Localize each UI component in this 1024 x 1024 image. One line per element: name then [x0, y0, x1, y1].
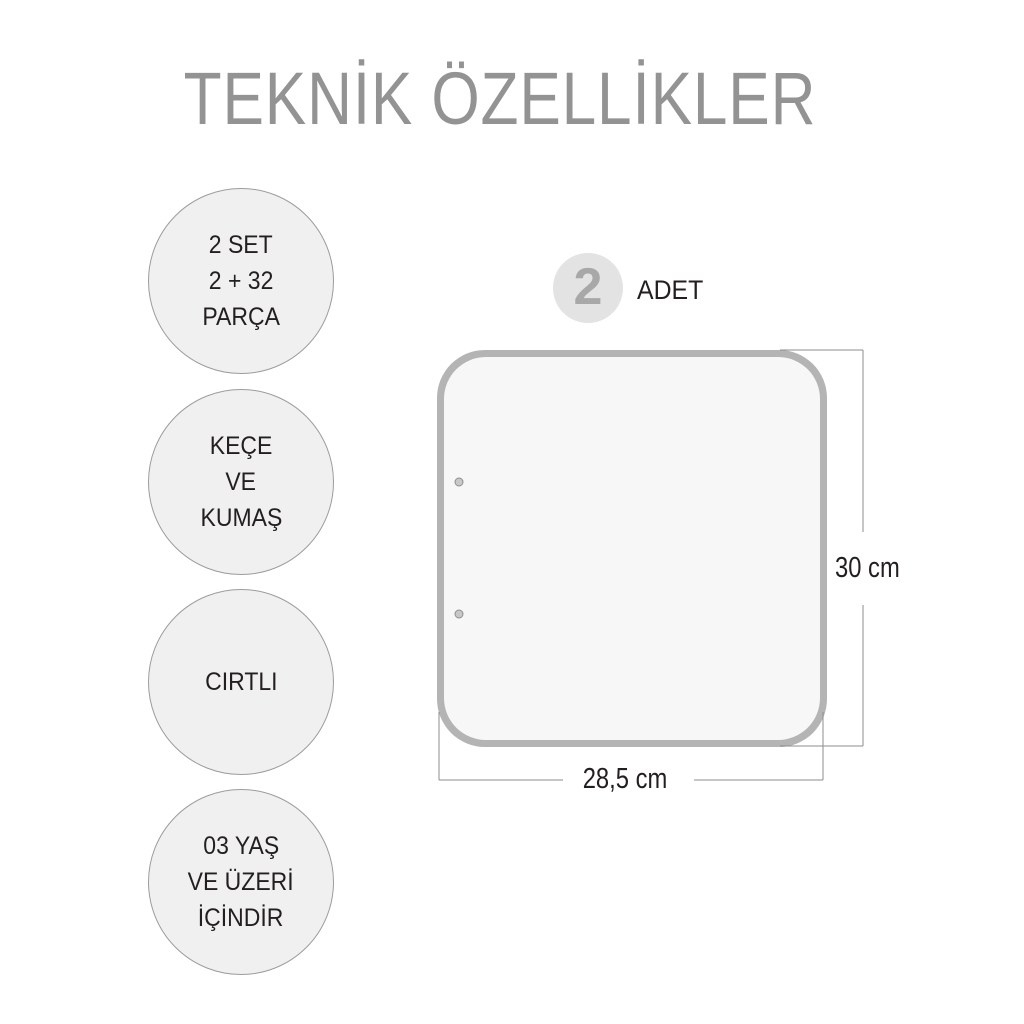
- feature-line: PARÇA: [202, 303, 280, 331]
- height-dimension-line: [780, 349, 864, 747]
- feature-line: KEÇE: [209, 432, 273, 460]
- binding-hole: [454, 609, 464, 619]
- quantity-badge: 2: [553, 253, 623, 323]
- binding-hole: [454, 477, 464, 487]
- feature-line: 2 + 32: [208, 267, 274, 295]
- quantity-number: 2: [573, 258, 603, 316]
- height-label: 30 cm: [835, 552, 900, 584]
- width-label: 28,5 cm: [582, 763, 668, 795]
- product-panel-inner: [444, 357, 820, 740]
- feature-line: VE: [225, 468, 257, 496]
- feature-line: İÇİNDİR: [198, 904, 284, 932]
- page-title: TEKNİK ÖZELLİKLER: [183, 57, 817, 140]
- width-dimension-line: [438, 712, 824, 781]
- feature-line: KUMAŞ: [200, 504, 282, 532]
- feature-line: CIRTLI: [204, 668, 278, 696]
- feature-circle-material: KEÇE VE KUMAŞ: [148, 389, 334, 575]
- feature-circle-age: 03 YAŞ VE ÜZERİ İÇİNDİR: [148, 789, 334, 975]
- feature-line: VE ÜZERİ: [187, 868, 295, 896]
- feature-line: 2 SET: [209, 231, 273, 259]
- feature-line: 03 YAŞ: [203, 832, 279, 860]
- quantity-label: ADET: [637, 275, 704, 305]
- feature-circle-set: 2 SET 2 + 32 PARÇA: [148, 188, 334, 374]
- feature-circle-velcro: CIRTLI: [148, 589, 334, 775]
